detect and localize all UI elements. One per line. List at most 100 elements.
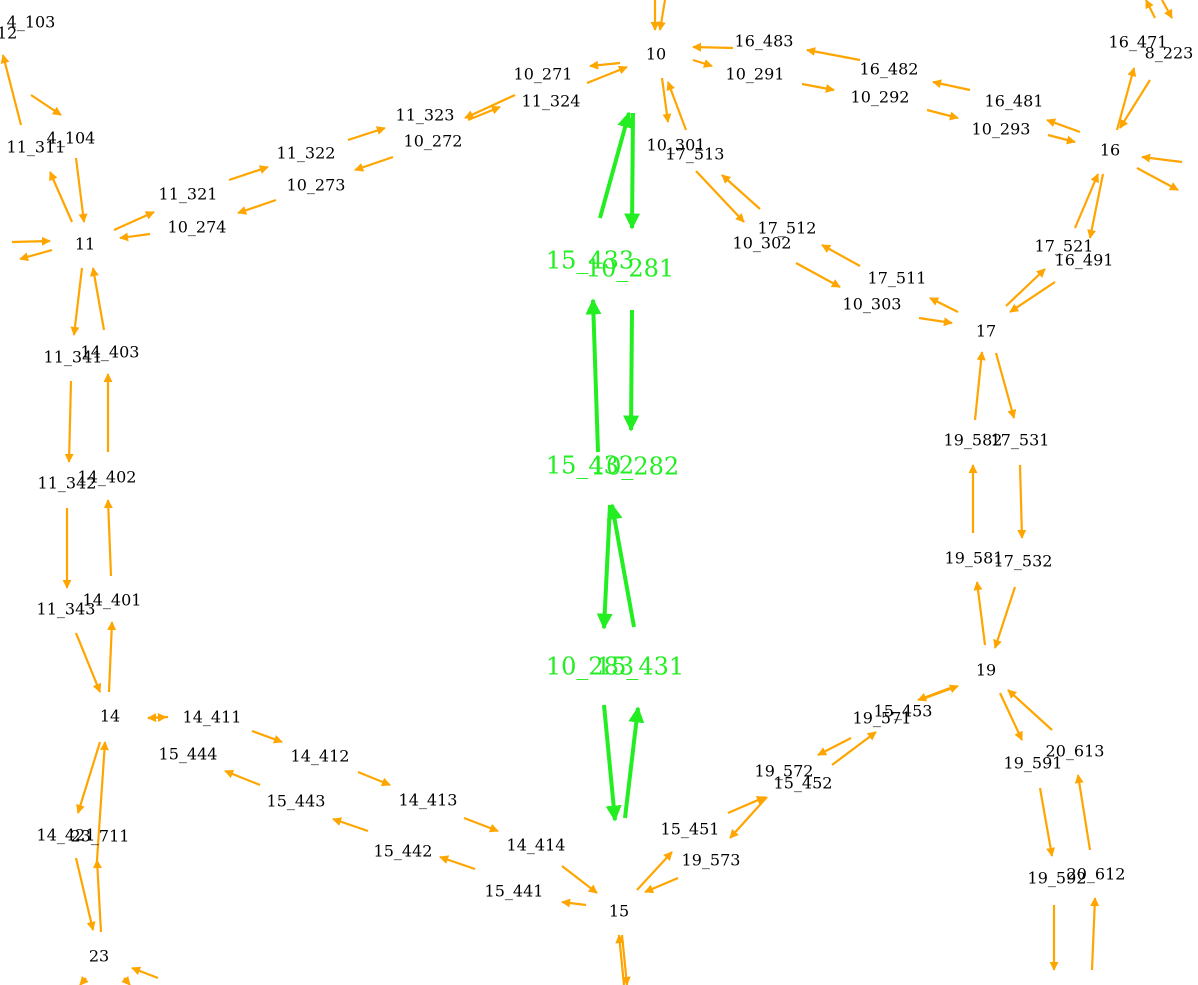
edge-arrow [1073, 173, 1100, 229]
node-label-19-591: 19_591 [1004, 754, 1063, 773]
edge-arrow [251, 729, 283, 744]
edge-arrow [586, 65, 628, 85]
node-label-14-414: 14_414 [507, 836, 566, 855]
node-label-17-511: 17_511 [868, 269, 927, 288]
edge-arrow [795, 262, 841, 288]
edge-arrow [74, 632, 102, 693]
edge-arrow [561, 865, 598, 894]
node-label-15-452: 15_452 [774, 774, 833, 793]
edge-arrow [656, 0, 667, 31]
node-label-10-274: 10_274 [168, 218, 227, 237]
edge-arrow [1074, 774, 1092, 851]
node-label-15-433: 15_433 [546, 247, 634, 275]
node-label-10: 10 [646, 45, 666, 64]
edge-arrow [103, 499, 113, 577]
node-label-14-413: 14_413 [399, 791, 458, 810]
node-label-412: 412 [0, 24, 17, 43]
edge-arrow [19, 248, 53, 262]
edge-arrow [1115, 67, 1137, 131]
highlighted-edge-arrow [623, 309, 640, 432]
edge-arrow [131, 966, 159, 980]
edge-arrow [973, 581, 987, 646]
edge-arrow [121, 975, 131, 985]
highlighted-edge-arrow [602, 704, 622, 822]
edge-arrow [929, 297, 959, 313]
node-label-14-401: 14_401 [83, 591, 142, 610]
node-label-11-323: 11_323 [396, 106, 455, 125]
edge-arrow [439, 855, 476, 871]
edge-arrow [354, 155, 394, 172]
node-label-11-343: 11_343 [37, 600, 96, 619]
edge-arrow [615, 934, 626, 985]
node-label-19-592: 19_592 [1028, 869, 1087, 888]
node-label-10-271: 10_271 [514, 65, 573, 84]
node-label-19-571: 19_571 [853, 709, 912, 728]
node-label-15-451: 15_451 [661, 820, 720, 839]
edge-arrow [727, 795, 766, 815]
node-label-10-282: 10_282 [591, 453, 679, 481]
edge-arrow [79, 975, 89, 985]
node-label-11-324: 11_324 [522, 92, 581, 111]
edge-arrow [95, 741, 109, 861]
edge-arrow [147, 713, 169, 723]
edge-arrow [831, 731, 877, 766]
node-label-10-281: 10_281 [586, 255, 674, 283]
edge-arrow [817, 737, 852, 756]
node-label-10-303: 10_303 [843, 295, 902, 314]
node-label-10-293: 10_293 [972, 120, 1031, 139]
edge-arrow [636, 851, 673, 891]
edge-arrow [666, 81, 688, 131]
edge-arrow [64, 380, 74, 463]
edge-arrow [918, 316, 953, 327]
edge-arrow [74, 157, 88, 223]
node-label-14-412: 14_412 [291, 747, 350, 766]
node-label-16-482: 16_482 [860, 60, 919, 79]
node-label-14: 14 [100, 707, 120, 726]
edge-arrow [1007, 689, 1053, 731]
node-label-10-283: 10_283 [546, 653, 634, 681]
node-label-20-613: 20_613 [1046, 742, 1105, 761]
edge-arrow [1005, 268, 1046, 307]
node-label-10-272: 10_272 [404, 132, 463, 151]
edge-arrow [1087, 173, 1105, 239]
edge-arrow [692, 42, 734, 52]
highlighted-edge-arrow [596, 504, 613, 630]
edge-arrow [76, 741, 102, 814]
node-label-15-432: 15_432 [546, 452, 634, 480]
highlighted-edge-arrow [624, 112, 641, 230]
node-label-19-582: 19_582 [944, 431, 1003, 450]
edge-arrow [48, 171, 74, 223]
highlighted-edge-arrow [598, 111, 633, 219]
edge-arrow [11, 236, 51, 246]
edge-arrow [1038, 787, 1056, 857]
node-label-10-301: 10_301 [647, 136, 706, 155]
node-label-14-411: 14_411 [183, 708, 242, 727]
node-label-14-403: 14_403 [81, 343, 140, 362]
node-label-16-483: 16_483 [735, 32, 794, 51]
node-label-10-292: 10_292 [851, 88, 910, 107]
edge-arrow [463, 816, 499, 833]
edge-arrow [89, 267, 106, 331]
highlighted-edge-arrow [606, 503, 636, 628]
node-label-11-322: 11_322 [277, 144, 336, 163]
edge-arrow [1145, 0, 1156, 19]
node-label-15-444: 15_444 [159, 745, 218, 764]
edge-arrow [926, 108, 959, 121]
node-label-16-491: 16_491 [1055, 251, 1114, 270]
node-label-19-581: 19_581 [945, 549, 1004, 568]
edge-arrow [1090, 897, 1100, 971]
node-label-15-441: 15_441 [485, 882, 544, 901]
edge-arrow [113, 210, 155, 232]
edge-arrow [644, 876, 679, 894]
edge-arrow [464, 94, 516, 119]
node-label-10-291: 10_291 [726, 65, 785, 84]
edge-arrow [332, 817, 369, 833]
edge-arrow [237, 198, 277, 215]
edge-arrow [107, 621, 117, 693]
edge-arrow [92, 859, 103, 933]
edge-arrow [589, 60, 621, 70]
edge-arrow [119, 232, 151, 242]
edge-arrow [994, 352, 1017, 419]
node-label-23: 23 [89, 947, 109, 966]
